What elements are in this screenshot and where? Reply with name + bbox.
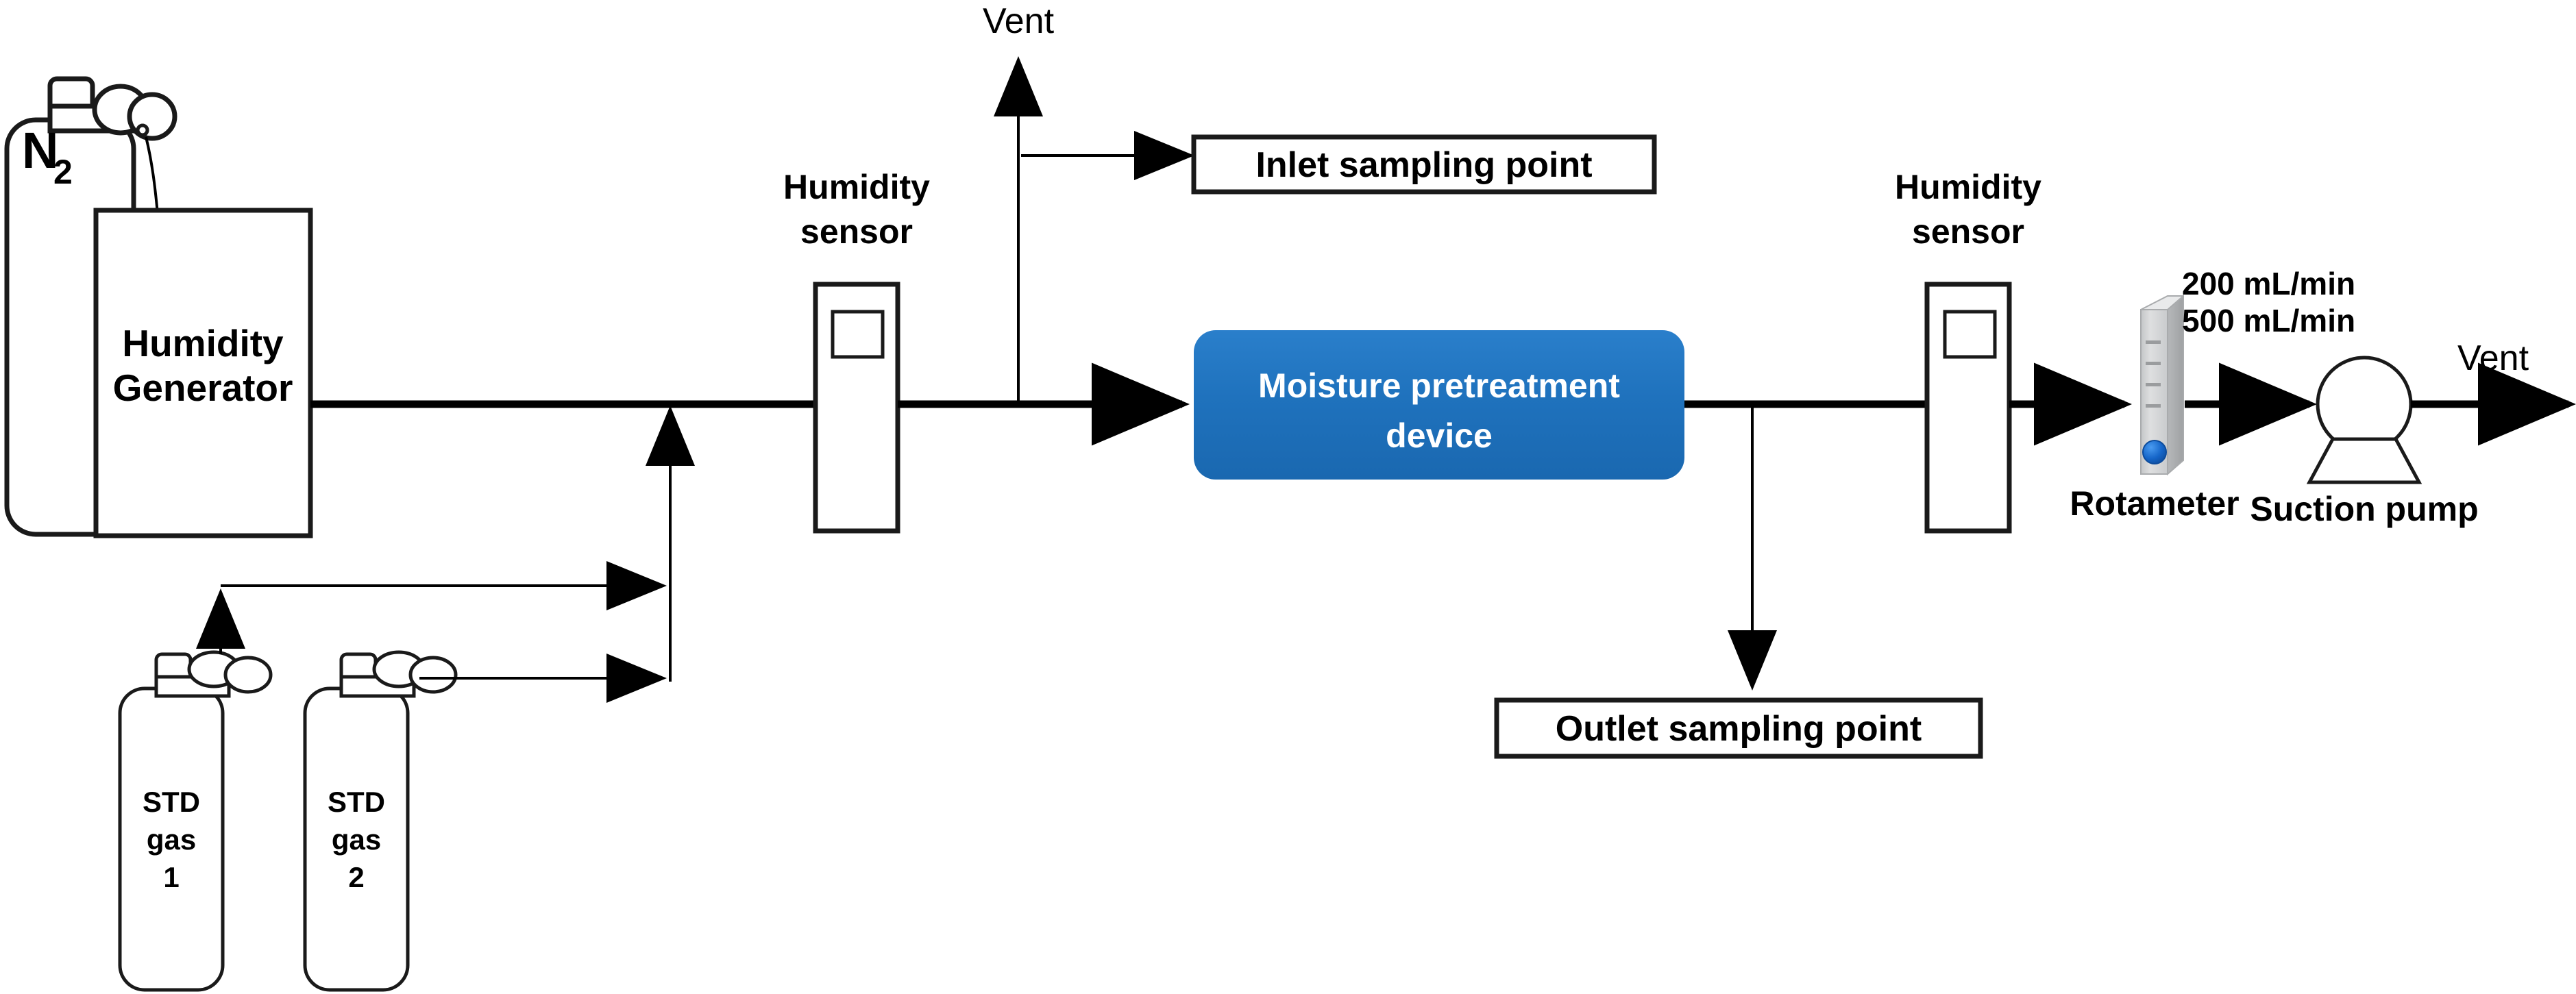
n2-outlet-port <box>136 123 149 137</box>
std2-label-line2: gas <box>332 823 381 856</box>
vent-top-label: Vent <box>983 1 1055 41</box>
humidity-sensor-inlet-label-line1: Humidity <box>783 168 930 206</box>
outlet-sampling-point-box <box>1494 697 1983 759</box>
flow-rate-200-label: 200 mL/min <box>2182 266 2355 301</box>
n2-label: N <box>22 122 58 179</box>
inlet-sampling-point-label: Inlet sampling point <box>1255 145 1592 185</box>
moisture-pretreatment-device-box <box>1194 330 1684 480</box>
suction-pump-base <box>2306 437 2422 484</box>
humidity-generator: Humidity Generator <box>93 208 313 538</box>
moisture-pretreatment-device-label-line1: Moisture pretreatment <box>1258 366 1620 405</box>
std1-label-line1: STD <box>143 786 200 818</box>
n2-label-subscript: 2 <box>53 153 73 191</box>
humidity-sensor-inlet-display <box>831 310 885 359</box>
std1-label-line2: gas <box>147 823 196 856</box>
suction-pump-body <box>2316 356 2413 453</box>
rotameter-label: Rotameter <box>2070 484 2239 523</box>
humidity-generator-label-line2: Generator <box>113 366 293 409</box>
std-gas-2-cylinder: STD gas 2 <box>303 650 458 992</box>
humidity-sensor-outlet-display <box>1943 310 1997 359</box>
flow-rate-500-label: 500 mL/min <box>2182 303 2355 338</box>
outlet-sampling-point-label: Outlet sampling point <box>1556 709 1922 749</box>
std2-valve-gauge-icon <box>408 656 458 694</box>
std-gas-1-cylinder: STD gas 1 <box>118 650 273 992</box>
std1-label-line3: 1 <box>163 861 179 893</box>
inlet-sampling-point-box <box>1191 134 1657 195</box>
std1-valve-gauge-icon <box>223 656 273 694</box>
humidity-sensor-inlet-label-line2: sensor <box>800 212 913 251</box>
humidity-generator-box <box>93 208 313 538</box>
rotameter-float-ball <box>2142 440 2167 464</box>
moisture-pretreatment-device: Moisture pretreatment device <box>1194 330 1684 480</box>
std2-label-line1: STD <box>328 786 385 818</box>
suction-pump-label: Suction pump <box>2250 490 2478 528</box>
rotameter <box>2140 294 2184 476</box>
moisture-pretreatment-device-label-line2: device <box>1386 417 1493 455</box>
humidity-sensor-outlet <box>1924 282 2012 534</box>
humidity-sensor-outlet-label-line1: Humidity <box>1895 168 2041 206</box>
rotameter-scale-ticks <box>2146 340 2161 408</box>
outlet-sampling-point: Outlet sampling point <box>1494 697 1983 759</box>
vent-right-label: Vent <box>2457 338 2529 378</box>
humidity-sensor-outlet-label-line2: sensor <box>1912 212 2024 251</box>
humidity-sensor-inlet <box>813 282 900 534</box>
inlet-sampling-point: Inlet sampling point <box>1191 134 1657 195</box>
humidity-generator-label-line1: Humidity <box>122 322 284 364</box>
rotameter-tube-side <box>2167 294 2184 476</box>
suction-pump <box>2306 356 2422 484</box>
std2-label-line3: 2 <box>348 861 364 893</box>
